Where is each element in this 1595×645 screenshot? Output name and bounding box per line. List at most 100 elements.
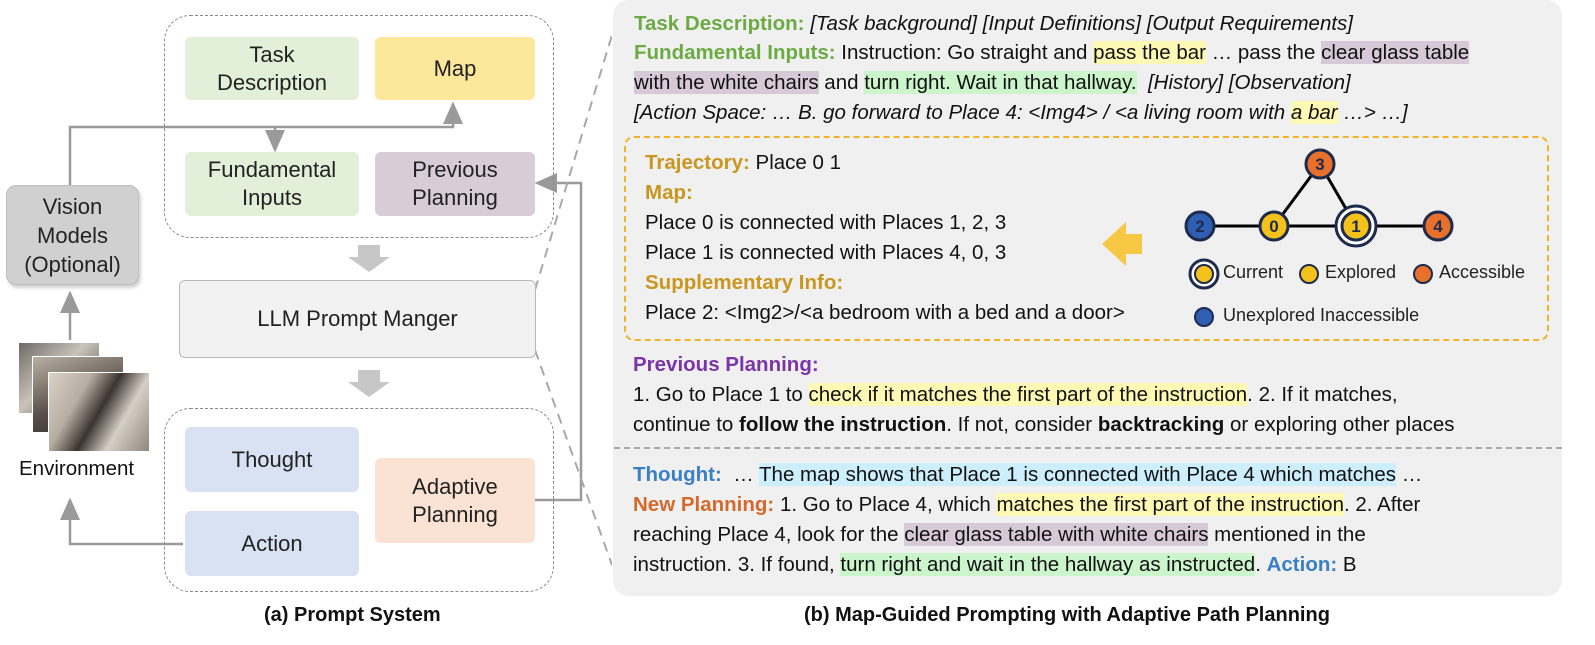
action-space-highlight: a bar bbox=[1290, 101, 1338, 124]
map-info-box bbox=[624, 136, 1549, 341]
action-space-text-2: …> …] bbox=[1343, 101, 1408, 124]
instruction-text-2: … pass the bbox=[1211, 41, 1316, 64]
legend-explored-label: Explored bbox=[1325, 262, 1397, 282]
left-pointing-arrow bbox=[1102, 222, 1142, 266]
prev-bold-follow: follow the instruction bbox=[739, 413, 947, 436]
environment-label: Environment bbox=[19, 457, 135, 480]
graph-node-0: 0 bbox=[1258, 210, 1290, 242]
np-text-2a: reaching Place 4, look for the bbox=[633, 523, 899, 546]
inputs-group bbox=[164, 15, 554, 238]
thought-key: Thought: bbox=[633, 463, 722, 486]
thought-highlight: The map shows that Place 1 is connected … bbox=[759, 463, 1396, 486]
np-text-3b: . bbox=[1255, 553, 1261, 576]
panel-separator bbox=[614, 447, 1562, 449]
fundamental-inputs-box: Fundamental Inputs bbox=[185, 152, 359, 216]
history-observation: [History] [Observation] bbox=[1147, 71, 1351, 94]
np-highlight-table: clear glass table with white chairs bbox=[904, 523, 1209, 546]
prev-text-1b: . 2. If it matches, bbox=[1247, 383, 1398, 406]
previous-planning-key: Previous Planning: bbox=[633, 353, 819, 376]
graph-node-1: 1 bbox=[1334, 204, 1378, 248]
zoom-line-top bbox=[534, 34, 612, 291]
action-space-line: [Action Space: … B. go forward to Place … bbox=[634, 98, 1408, 128]
map-box: Map bbox=[375, 37, 535, 100]
legend-accessible-label: Accessible bbox=[1439, 262, 1526, 282]
np-highlight-match: matches the first part of the instructio… bbox=[996, 493, 1344, 516]
instruction-text-3: and bbox=[824, 71, 859, 94]
map-line-1: Place 0 is connected with Places 1, 2, 3 bbox=[645, 211, 1007, 234]
down-arrow-1 bbox=[348, 245, 390, 272]
graph-node-label: 1 bbox=[1351, 217, 1360, 236]
np-text-3a: instruction. 3. If found, bbox=[633, 553, 835, 576]
adaptive-to-previous-arrow bbox=[534, 173, 583, 502]
task-description-key: Task Description: bbox=[634, 12, 805, 35]
fundamental-inputs-key: Fundamental Inputs: bbox=[634, 41, 836, 64]
fundamental-inputs-line: Fundamental Inputs: Instruction: Go stra… bbox=[634, 38, 1470, 68]
np-text-1b: . 2. After bbox=[1343, 493, 1421, 516]
legend-unexplored-marker bbox=[1194, 307, 1214, 327]
prev-text-2a: continue to bbox=[633, 413, 734, 436]
np-text-2b: mentioned in the bbox=[1214, 523, 1366, 546]
action-value: B bbox=[1342, 553, 1357, 576]
legend-explored-marker bbox=[1299, 264, 1319, 284]
supplementary-value: Place 2: <Img2>/<a bedroom with a bed an… bbox=[645, 301, 1125, 324]
task-description-line: Task Description: [Task background] [Inp… bbox=[634, 9, 1353, 39]
prev-text-2e: or exploring other places bbox=[1230, 413, 1455, 436]
action-space-text-1: [Action Space: … B. go forward to Place … bbox=[634, 101, 1286, 124]
graph-node-2: 2 bbox=[1184, 210, 1216, 242]
graph-node-label: 2 bbox=[1195, 217, 1204, 236]
previous-planning-line-1: 1. Go to Place 1 to check if it matches … bbox=[633, 380, 1398, 410]
topology-graph: 2 0 1 4 3 bbox=[1102, 148, 1454, 327]
instruction-highlight-table: clear glass table bbox=[1321, 41, 1470, 64]
adaptive-planning-box: Adaptive Planning bbox=[375, 458, 535, 543]
prev-bold-backtracking: backtracking bbox=[1097, 413, 1225, 436]
np-text-1a: 1. Go to Place 4, which bbox=[779, 493, 991, 516]
prev-text-1a: 1. Go to Place 1 to bbox=[633, 383, 803, 406]
trajectory-value: Place 0 1 bbox=[755, 151, 842, 174]
new-planning-key: New Planning: bbox=[633, 493, 775, 516]
trajectory-line: Trajectory: Place 0 1 bbox=[645, 148, 841, 178]
fundamental-inputs-line-2: with the white chairs and turn right. Wa… bbox=[634, 68, 1351, 98]
instruction-text-1: Instruction: Go straight and bbox=[841, 41, 1088, 64]
graph-node-label: 0 bbox=[1269, 217, 1278, 236]
graph-node-3: 3 bbox=[1304, 148, 1336, 180]
caption-b: (b) Map-Guided Prompting with Adaptive P… bbox=[804, 604, 1330, 626]
vision-models-box: Vision Models (Optional) bbox=[6, 185, 139, 285]
prev-highlight-check: check if it matches the first part of th… bbox=[808, 383, 1248, 406]
legend-unexplored-label: Unexplored Inaccessible bbox=[1223, 305, 1420, 325]
trajectory-key: Trajectory: bbox=[645, 151, 750, 174]
new-planning-line-2: reaching Place 4, look for the clear gla… bbox=[633, 520, 1366, 550]
instruction-highlight-turn: turn right. Wait in that hallway. bbox=[864, 71, 1137, 94]
graph-node-label: 4 bbox=[1433, 217, 1443, 236]
action-box: Action bbox=[185, 511, 359, 576]
legend-current-label: Current bbox=[1223, 262, 1284, 282]
legend-current-marker bbox=[1188, 258, 1220, 290]
thought-box: Thought bbox=[185, 427, 359, 492]
thought-ellipsis-b: … bbox=[1401, 463, 1423, 486]
instruction-highlight-bar: pass the bar bbox=[1093, 41, 1206, 64]
vision-to-map-arrow bbox=[68, 101, 463, 185]
supplementary-key: Supplementary Info: bbox=[645, 271, 844, 294]
caption-a: (a) Prompt System bbox=[264, 604, 441, 626]
down-arrow-2 bbox=[348, 370, 390, 397]
new-planning-line-3: instruction. 3. If found, turn right and… bbox=[633, 550, 1357, 580]
map-line-2: Place 1 is connected with Places 4, 0, 3 bbox=[645, 241, 1007, 264]
thought-ellipsis-a: … bbox=[733, 463, 754, 486]
task-description-box: Task Description bbox=[185, 37, 359, 100]
new-planning-line-1: New Planning: 1. Go to Place 4, which ma… bbox=[633, 490, 1420, 520]
graph-node-4: 4 bbox=[1422, 210, 1454, 242]
action-to-env-arrow bbox=[60, 497, 183, 546]
instruction-highlight-chairs: with the white chairs bbox=[634, 71, 819, 94]
zoom-line-bottom bbox=[534, 349, 612, 566]
map-key: Map: bbox=[645, 181, 693, 204]
previous-planning-box: Previous Planning bbox=[375, 152, 535, 216]
llm-prompt-manager-box: LLM Prompt Manger bbox=[179, 280, 536, 358]
environment-image bbox=[18, 342, 150, 452]
legend-accessible-marker bbox=[1413, 264, 1433, 284]
previous-planning-line-2: continue to follow the instruction. If n… bbox=[633, 410, 1455, 440]
prev-text-2c: . If not, consider bbox=[946, 413, 1093, 436]
prompt-system-connectors bbox=[60, 34, 612, 566]
action-key: Action: bbox=[1266, 553, 1338, 576]
np-highlight-turn: turn right and wait in the hallway as in… bbox=[840, 553, 1256, 576]
task-description-value: [Task background] [Input Definitions] [O… bbox=[810, 12, 1353, 35]
graph-node-label: 3 bbox=[1315, 155, 1324, 174]
